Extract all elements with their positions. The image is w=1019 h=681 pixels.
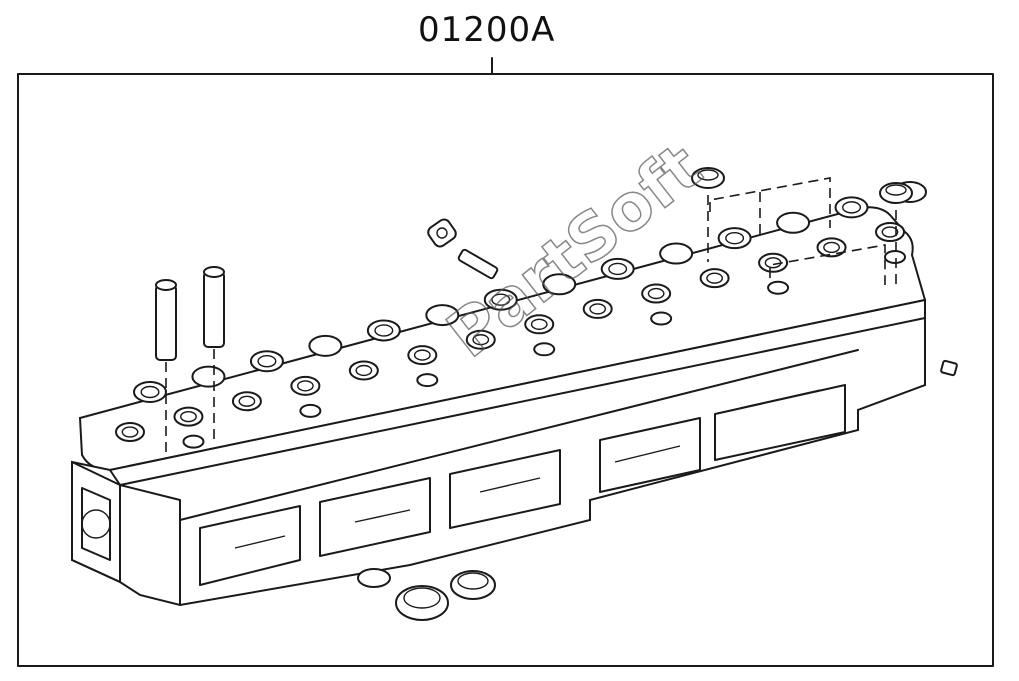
deck-hole-inner (374, 324, 394, 337)
deck-hole-inner (238, 395, 256, 407)
deck-hole-inner (413, 349, 431, 361)
deck-hole (834, 196, 869, 219)
deck-hole-inner (257, 355, 277, 368)
deck-hole-inner (491, 293, 511, 306)
deck-hole (465, 329, 496, 350)
deck-hole (348, 360, 379, 381)
deck-hole (416, 373, 439, 388)
deck-hole-inner (589, 303, 607, 315)
deck-hole (115, 422, 145, 442)
deck-hole (641, 283, 672, 304)
seal-ring-small (450, 570, 496, 600)
part-number-label: 01200A (418, 10, 556, 50)
deck-hole (659, 242, 694, 265)
deck-hole-inner (823, 241, 840, 254)
valve-guide-left (155, 279, 177, 452)
deck-hole-inner (296, 380, 314, 392)
expansion-plug (357, 568, 391, 588)
deck-hole (884, 250, 906, 264)
valve-seat-insert-right (879, 182, 913, 290)
deck-hole (407, 345, 438, 366)
deck-hole-inner (121, 426, 139, 438)
valve-guide-right (203, 266, 225, 440)
stud-bolt (457, 248, 499, 280)
deck-hole (767, 280, 790, 295)
deck-hole-inner (706, 272, 724, 284)
deck-hole (875, 222, 905, 242)
deck-hole-inner (472, 334, 490, 346)
deck-hole-inner (530, 318, 548, 330)
deck-hole (133, 381, 167, 403)
deck-hole-inner (647, 287, 665, 300)
deck-hole (290, 375, 321, 396)
deck-hole (717, 227, 752, 250)
deck-hole (542, 273, 577, 296)
dowel-pin (940, 359, 958, 377)
deck-hole (182, 434, 205, 449)
deck-hole (582, 298, 613, 319)
deck-hole (483, 288, 518, 311)
deck-holes (115, 181, 927, 449)
deck-hole (173, 406, 204, 427)
diagram-frame (17, 73, 994, 667)
deck-hole (191, 365, 226, 388)
deck-hole-inner (140, 385, 160, 399)
deck-hole (308, 334, 343, 357)
deck-hole-inner (881, 226, 899, 238)
deck-hole (816, 237, 847, 258)
plug-fitting (427, 218, 457, 248)
deck-hole (776, 211, 811, 234)
deck-hole (524, 314, 555, 335)
deck-hole (600, 257, 635, 280)
deck-hole-inner (355, 364, 373, 377)
deck-hole-inner (608, 262, 628, 276)
deck-hole-inner (725, 231, 745, 245)
valve-seat-insert-left (691, 167, 725, 262)
deck-hole-inner (180, 410, 197, 423)
bracket-dashed (709, 177, 886, 285)
deck-hole (231, 391, 262, 412)
deck-hole (366, 319, 401, 342)
deck-hole (699, 268, 730, 289)
deck-hole (533, 342, 556, 357)
deck-hole (425, 304, 460, 327)
seal-ring-large (395, 585, 449, 621)
deck-hole (758, 252, 789, 273)
deck-hole (650, 311, 673, 326)
deck-hole-inner (842, 201, 862, 214)
deck-hole (249, 350, 284, 373)
deck-hole (299, 403, 322, 418)
